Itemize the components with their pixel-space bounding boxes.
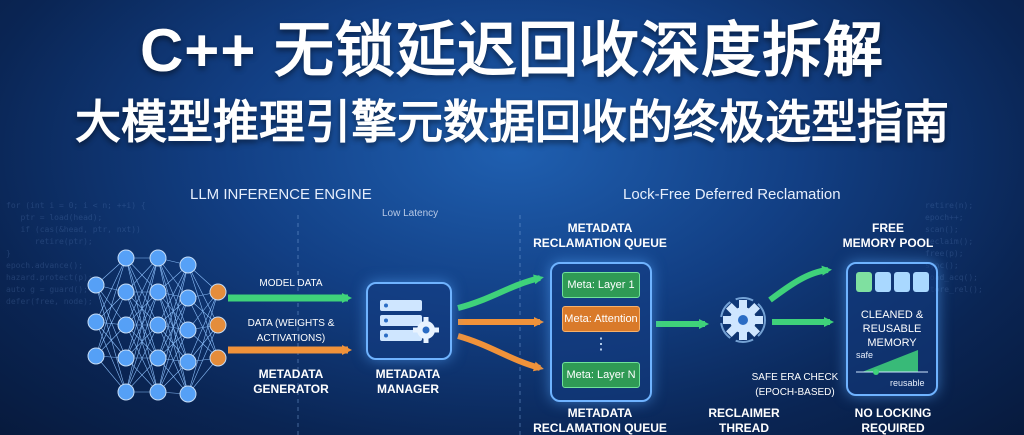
- manager-queue-arrow-orange-2: [457, 333, 544, 372]
- nn-node: [117, 383, 135, 401]
- reclaimer-pool-arrow-top: [768, 265, 832, 303]
- bg-code-left: for (int i = 0; i < n; ++i) { ptr = load…: [6, 201, 146, 306]
- pool-title: FREE MEMORY POOL: [842, 221, 934, 250]
- page-title: C++ 无锁延迟回收深度拆解: [139, 17, 885, 84]
- metadata-manager-box: [366, 282, 452, 360]
- gear-icon: [720, 297, 766, 343]
- nn-node: [209, 349, 227, 367]
- nn-node: [179, 321, 197, 339]
- nn-node: [209, 316, 227, 334]
- nn-node: [87, 276, 105, 294]
- no-locking-label: NO LOCKING REQUIRED: [854, 406, 932, 435]
- nn-node: [117, 283, 135, 301]
- nn-node: [179, 289, 197, 307]
- metadata-generator-label: METADATA GENERATOR: [253, 367, 329, 396]
- reclaimer-thread-label: RECLAIMER THREAD: [708, 406, 780, 435]
- section-label-left: LLM INFERENCE ENGINE: [190, 186, 372, 203]
- section-label-right: Lock-Free Deferred Reclamation: [623, 186, 841, 203]
- nn-node: [179, 353, 197, 371]
- queue-item-layer-n: Meta: Layer N: [562, 362, 640, 388]
- nn-node: [117, 249, 135, 267]
- page-subtitle: 大模型推理引擎元数据回收的终极选型指南: [75, 96, 949, 148]
- reclamation-queue-box: Meta: Layer 1 Meta: Attention ⋮ Meta: La…: [550, 262, 652, 402]
- memory-pool-box: CLEANED & REUSABLE MEMORY safe reusable: [846, 262, 938, 396]
- nn-node: [117, 349, 135, 367]
- neural-network-icon: [87, 249, 227, 403]
- pool-safe-label: safe: [856, 350, 874, 360]
- queue-item-layer-1: Meta: Layer 1: [562, 272, 640, 298]
- nn-node: [179, 385, 197, 403]
- low-latency-label: Low Latency: [382, 208, 439, 219]
- queue-bottom-label: METADATA RECLAMATION QUEUE: [533, 406, 667, 435]
- queue-item-attention: Meta: Attention: [562, 306, 640, 332]
- nn-node: [179, 256, 197, 274]
- nn-node: [149, 349, 167, 367]
- pool-reusable-label: reusable: [890, 378, 925, 388]
- queue-title: METADATA RECLAMATION QUEUE: [533, 221, 667, 250]
- nn-node: [149, 283, 167, 301]
- queue-ellipsis: ⋮: [593, 336, 609, 353]
- metadata-manager-label: METADATA MANAGER: [375, 367, 441, 396]
- manager-queue-arrow-green: [457, 274, 544, 311]
- nn-node: [87, 313, 105, 331]
- weights-label: DATA (WEIGHTS & ACTIVATIONS): [247, 318, 335, 344]
- nn-node: [149, 316, 167, 334]
- nn-node: [149, 249, 167, 267]
- nn-node: [87, 347, 105, 365]
- nn-node: [149, 383, 167, 401]
- nn-node: [117, 316, 135, 334]
- server-gear-icon: [380, 300, 439, 343]
- memory-block-icon: [856, 272, 929, 375]
- bg-code-right: retire(n); epoch++; scan(); reclaim(); f…: [925, 201, 983, 294]
- pool-body-text: CLEANED & REUSABLE MEMORY: [860, 309, 924, 349]
- nn-node: [209, 283, 227, 301]
- era-check-label: SAFE ERA CHECK (EPOCH-BASED): [751, 372, 839, 398]
- model-data-label: MODEL DATA: [259, 278, 323, 289]
